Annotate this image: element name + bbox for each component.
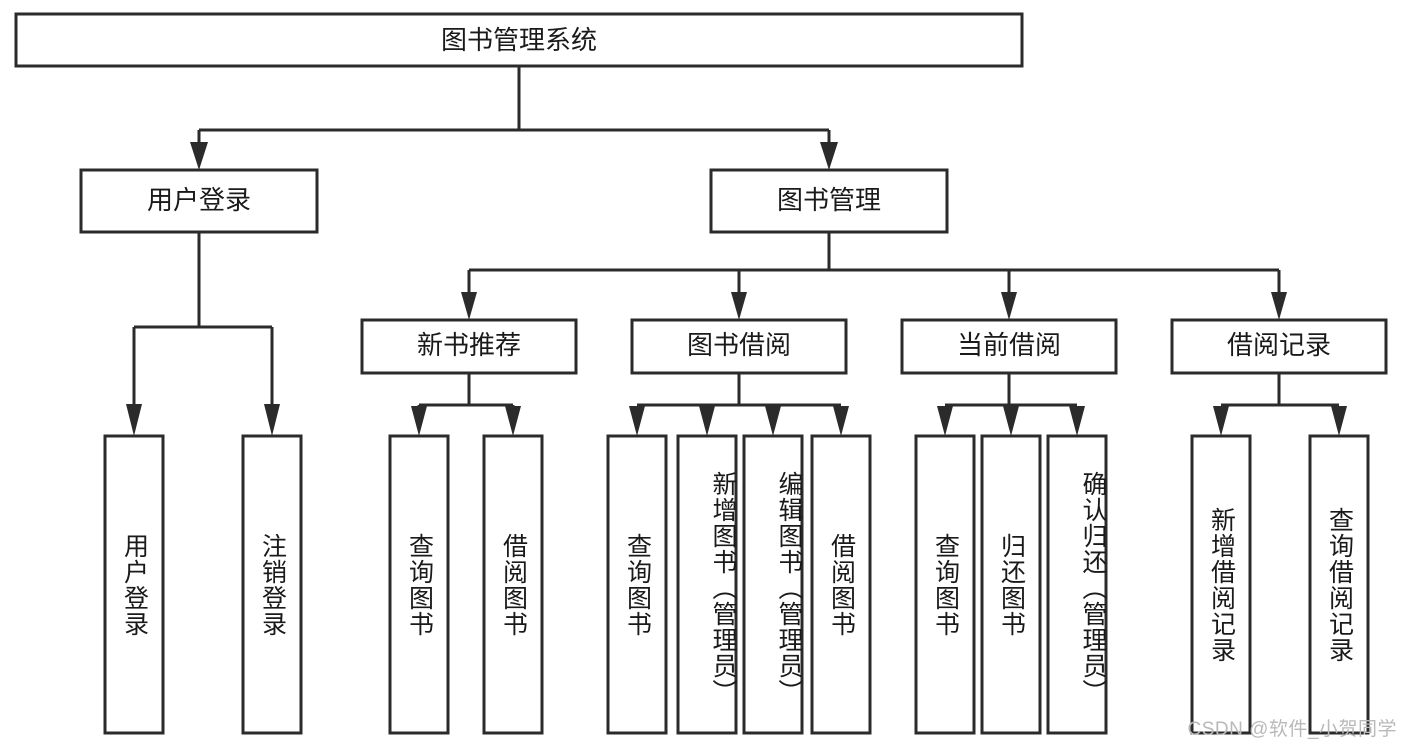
node-leaf-bb-borrow-book-box[interactable]: [810, 434, 872, 735]
arrow-root-to-book-manage-icon: [820, 142, 838, 170]
node-leaf-cb-query-book-box[interactable]: [914, 434, 976, 735]
node-new-book-recommend-label: 新书推荐: [417, 330, 521, 360]
node-book-borrow[interactable]: 图书借阅: [630, 318, 848, 375]
node-borrow-record-label: 借阅记录: [1227, 330, 1331, 360]
arrow-bb-leaf3-icon: [765, 406, 781, 436]
arrow-bb-leaf2-icon: [699, 406, 715, 436]
node-borrow-record[interactable]: 借阅记录: [1170, 318, 1388, 375]
node-leaf-bb-query-book-box[interactable]: [606, 434, 668, 735]
node-root-label: 图书管理系统: [441, 25, 597, 55]
node-book-manage-box[interactable]: [709, 168, 949, 234]
node-book-borrow-label: 图书借阅: [687, 330, 791, 360]
arrow-nb-leaf1-icon: [411, 406, 427, 436]
arrow-bb-leaf4-icon: [833, 406, 849, 436]
arrow-br-leaf1-icon: [1213, 406, 1229, 436]
node-user-login-box[interactable]: [79, 168, 319, 234]
node-book-borrow-box[interactable]: [630, 318, 848, 375]
node-leaf-nb-borrow-book-box[interactable]: [482, 434, 544, 735]
arrow-bm-to-book-borrow-icon: [731, 292, 747, 320]
node-user-login[interactable]: 用户登录: [79, 168, 319, 234]
node-leaf-user-login-box[interactable]: [103, 434, 165, 735]
node-leaf-br-add-record-box[interactable]: [1190, 434, 1252, 735]
node-root[interactable]: 图书管理系统: [14, 12, 1024, 68]
arrow-bb-leaf1-icon: [629, 406, 645, 436]
node-user-login-label: 用户登录: [147, 185, 251, 215]
arrow-user-login-leaf1-icon: [126, 404, 142, 436]
node-leaf-logout-box[interactable]: [241, 434, 303, 735]
node-leaf-bb-edit-book-box[interactable]: [742, 434, 804, 735]
node-leaf-nb-query-book-box[interactable]: [388, 434, 450, 735]
arrow-cb-leaf3-icon: [1069, 406, 1085, 436]
node-book-manage[interactable]: 图书管理: [709, 168, 949, 234]
arrow-cb-leaf2-icon: [1003, 406, 1019, 436]
node-leaf-cb-confirm-return-box[interactable]: [1046, 434, 1108, 735]
arrow-bm-to-new-book-icon: [461, 292, 477, 320]
arrow-user-login-leaf2-icon: [264, 404, 280, 436]
node-new-book-recommend[interactable]: 新书推荐: [360, 318, 578, 375]
node-current-borrow[interactable]: 当前借阅: [900, 318, 1118, 375]
node-current-borrow-box[interactable]: [900, 318, 1118, 375]
node-current-borrow-label: 当前借阅: [957, 330, 1061, 360]
arrow-cb-leaf1-icon: [937, 406, 953, 436]
node-leaf-cb-return-book-box[interactable]: [980, 434, 1042, 735]
node-new-book-recommend-box[interactable]: [360, 318, 578, 375]
node-leaf-bb-add-book-box[interactable]: [676, 434, 738, 735]
node-book-manage-label: 图书管理: [777, 185, 881, 215]
arrow-bm-to-current-borrow-icon: [1001, 292, 1017, 320]
node-root-box[interactable]: [14, 12, 1024, 68]
arrow-root-to-user-login-icon: [190, 142, 208, 170]
arrow-bm-to-borrow-record-icon: [1271, 292, 1287, 320]
csdn-watermark: CSDN @软件_小贺同学: [1187, 719, 1397, 740]
node-leaf-br-query-record-box[interactable]: [1308, 434, 1370, 735]
connector-group: [126, 66, 1347, 436]
node-borrow-record-box[interactable]: [1170, 318, 1388, 375]
arrow-nb-leaf2-icon: [505, 406, 521, 436]
arrow-br-leaf2-icon: [1331, 406, 1347, 436]
